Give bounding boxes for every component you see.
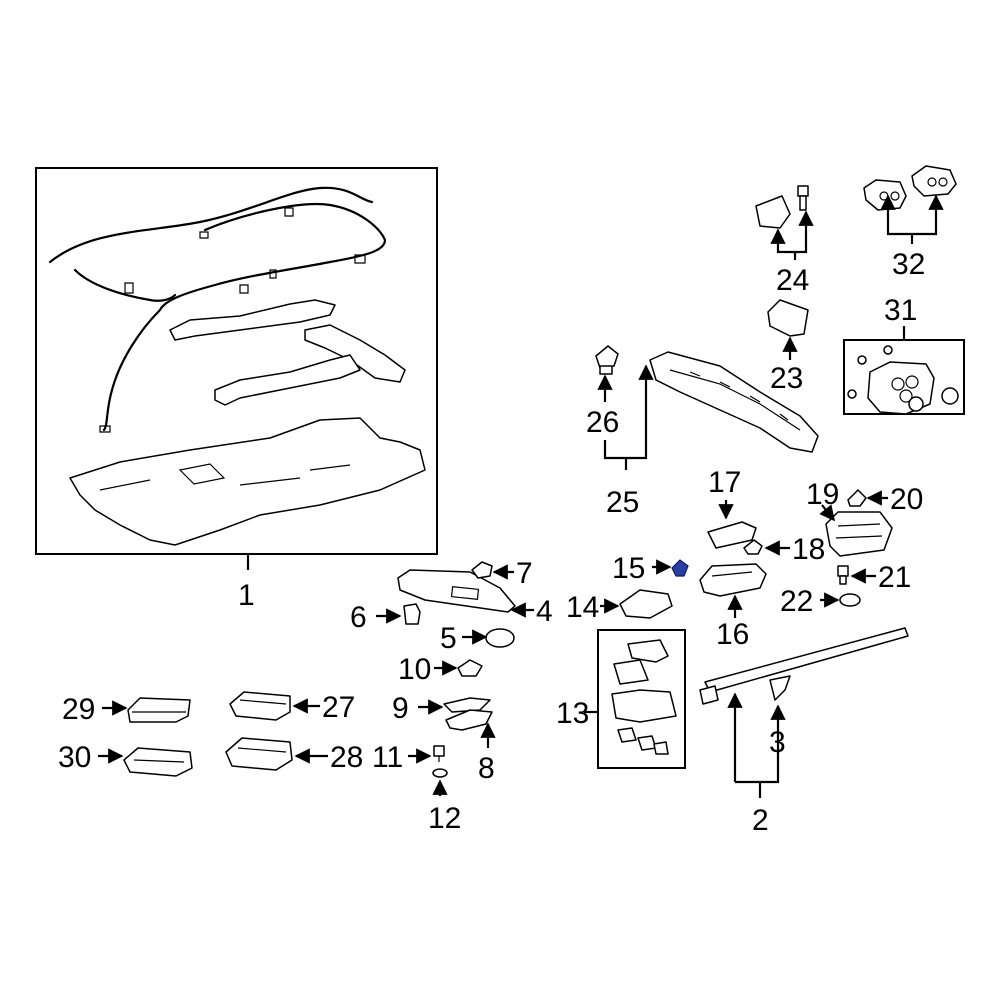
callout-21: 21 (878, 561, 911, 594)
bulb-clip[interactable] (743, 539, 763, 555)
callout-24: 24 (776, 264, 809, 297)
callout-13: 13 (556, 697, 589, 730)
module-27[interactable] (229, 691, 291, 721)
dome-lamp[interactable] (699, 563, 767, 597)
callout-7: 7 (516, 557, 533, 590)
callout-31: 31 (884, 294, 917, 327)
switch-kit[interactable] (843, 339, 965, 415)
module-30[interactable] (123, 747, 193, 777)
overhead-console[interactable] (825, 511, 893, 557)
callout-25: 25 (606, 486, 639, 519)
lamp-lens[interactable] (707, 521, 757, 549)
callout-5: 5 (440, 622, 457, 655)
headliner-assembly[interactable] (35, 167, 438, 555)
visor-holder[interactable] (403, 603, 421, 625)
console-nut[interactable] (839, 593, 861, 607)
callout-19: 19 (806, 478, 839, 511)
callout-20: 20 (890, 483, 923, 516)
callout-15: 15 (612, 552, 645, 585)
callout-12: 12 (428, 802, 461, 835)
handle-clip[interactable] (457, 659, 483, 677)
callout-22: 22 (780, 585, 813, 618)
map-lamp-kit[interactable] (597, 629, 686, 769)
console-bolt[interactable] (837, 565, 849, 585)
mount-bracket[interactable] (755, 185, 809, 229)
callout-27: 27 (322, 691, 355, 724)
visor-cap[interactable] (485, 628, 515, 648)
visor-clip[interactable] (471, 561, 493, 579)
callout-30: 30 (58, 741, 91, 774)
callout-17: 17 (708, 466, 741, 499)
callout-14: 14 (566, 591, 599, 624)
roof-molding[interactable] (699, 627, 909, 705)
bracket-plate[interactable] (767, 299, 809, 337)
callout-11: 11 (372, 741, 403, 774)
callout-32: 32 (892, 248, 925, 281)
callout-2: 2 (752, 804, 769, 837)
handle-bracket[interactable] (443, 697, 491, 713)
callout-28: 28 (330, 741, 363, 774)
callout-6: 6 (350, 601, 367, 634)
highlighted-clip[interactable] (671, 559, 689, 577)
callout-3: 3 (769, 726, 786, 759)
callout-23: 23 (770, 362, 803, 395)
callout-4: 4 (536, 595, 553, 628)
callout-18: 18 (792, 533, 825, 566)
assist-grip[interactable] (445, 709, 493, 731)
washer[interactable] (432, 768, 448, 778)
callout-9: 9 (392, 692, 409, 725)
push-clip[interactable] (595, 345, 619, 375)
callout-8: 8 (478, 752, 495, 785)
callout-16: 16 (716, 618, 749, 651)
switch-units[interactable] (863, 165, 957, 211)
console-clip[interactable] (847, 489, 867, 507)
callout-29: 29 (62, 693, 95, 726)
callout-26: 26 (586, 406, 619, 439)
screw[interactable] (433, 745, 445, 762)
lamp-housing[interactable] (619, 589, 673, 619)
module-29[interactable] (127, 697, 191, 723)
callout-10: 10 (398, 653, 431, 686)
module-28[interactable] (225, 737, 293, 771)
roof-rail-bracket[interactable] (649, 351, 819, 453)
callout-1: 1 (238, 579, 255, 612)
